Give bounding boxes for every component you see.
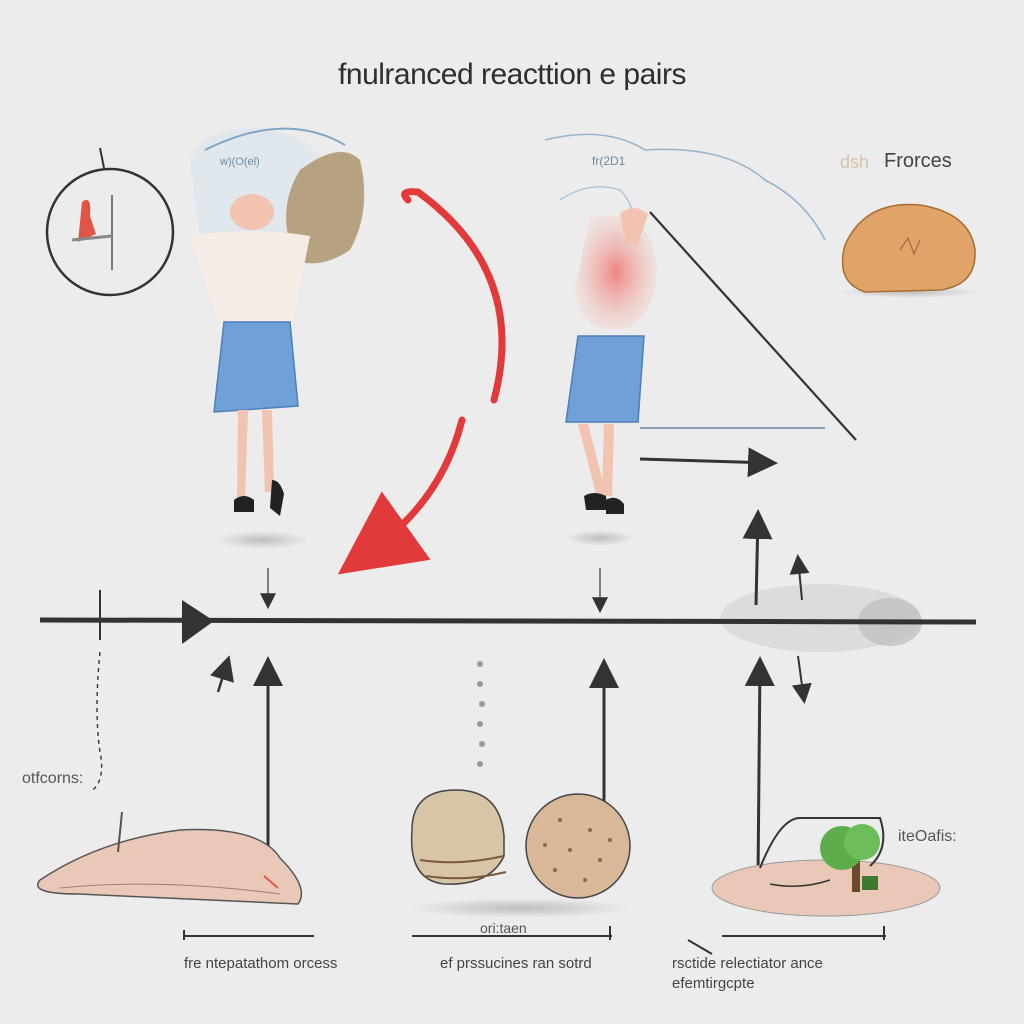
ring-note-label: w)(O(el)	[220, 156, 260, 168]
small-down-arrow	[791, 655, 812, 704]
normal-force-arrow	[742, 509, 773, 606]
right-mid-label: iteOafis:	[898, 828, 957, 845]
swatch-label: dsh	[840, 152, 870, 172]
center-small-label: ori:taen	[480, 920, 527, 936]
rock-icon	[840, 203, 980, 298]
forces-label: Frorces	[884, 150, 952, 172]
magnifier-circle-icon	[45, 147, 175, 297]
left-mid-label: otfcorns:	[22, 770, 84, 787]
pushing-figure	[544, 133, 857, 546]
caption-right-line1: rsctide relectiator ance	[672, 955, 823, 972]
dashed-connector-left	[89, 651, 103, 793]
red-figure-icon	[78, 199, 96, 242]
dotted-marks	[477, 661, 485, 767]
tree-icon	[711, 817, 941, 917]
caption-mid: ef prssucines ran sotrd	[440, 955, 592, 972]
lifting-figure	[190, 127, 365, 549]
push-force-arrow	[639, 447, 778, 478]
caption-left: fre ntepatathom orcess	[184, 955, 338, 972]
small-up-arrow	[789, 554, 810, 601]
diagonal-up-arrow	[210, 655, 234, 693]
caption-right-line2: efemtirgcpte	[672, 975, 755, 992]
reaction-arrow-right	[744, 656, 775, 879]
ground-slab-left	[37, 811, 303, 905]
main-horizontal-arrow	[39, 584, 977, 652]
reaction-arc	[337, 188, 506, 575]
diagram-title: fnulranced reacttion e pairs	[338, 58, 686, 91]
free-body-label: fr(2D1	[592, 154, 626, 168]
bread-loaf-icon	[410, 789, 631, 918]
